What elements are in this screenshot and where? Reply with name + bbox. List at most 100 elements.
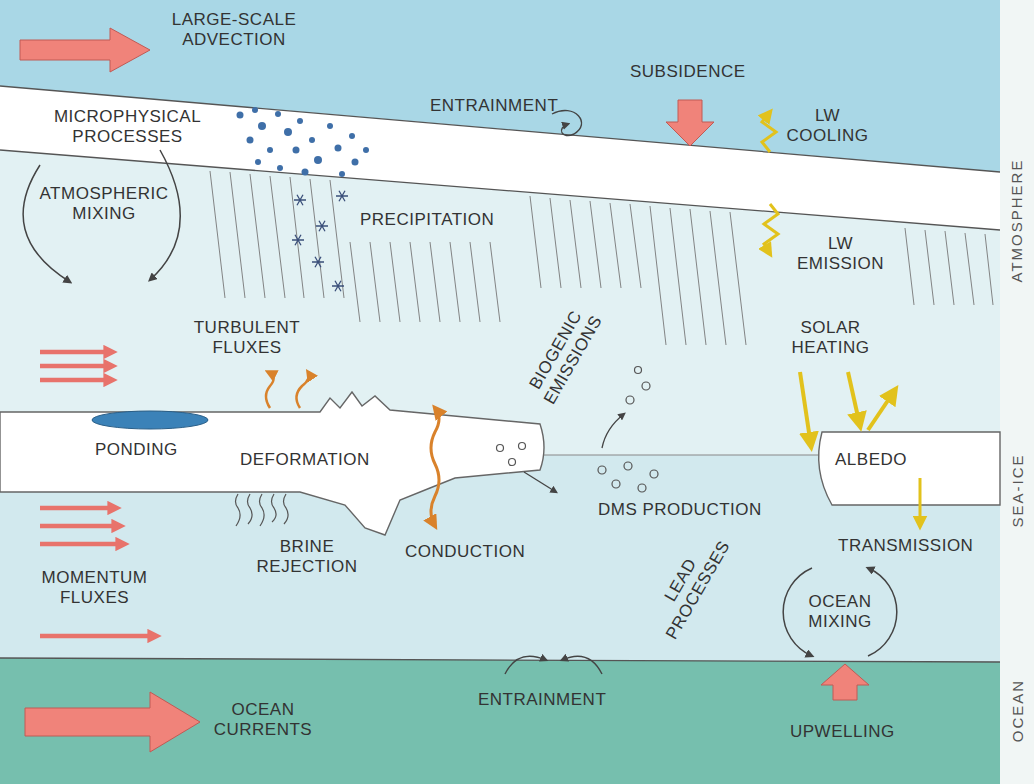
advection-arrow [20,28,150,72]
ice-floe [819,432,1000,505]
longwave-arrow [762,112,776,152]
streak [590,201,601,288]
heat-flux-arrow [266,372,274,408]
snowflake [336,191,348,201]
longwave-arrow [764,204,778,254]
droplet [258,122,266,130]
droplet [293,147,300,154]
streak [550,198,561,288]
solar-ray [800,372,811,446]
process-label: ENTRAINMENT [430,96,558,116]
process-label: ENTRAINMENT [478,690,606,710]
streak [330,180,344,298]
process-label: LW EMISSION [795,234,886,275]
brine-streak [284,494,289,524]
streak [430,242,440,322]
streak [250,174,265,298]
streak [350,242,360,322]
layer-name: ATMOSPHERE [1008,158,1025,282]
brine-streak [236,494,241,526]
droplet [335,145,342,152]
particle [509,459,516,466]
melt-pond [92,411,208,429]
mixing-arc [150,150,180,280]
layer-band: ATMOSPHERE [0,20,1034,420]
flux-arrow [40,364,112,369]
droplet [277,165,283,171]
process-label: PONDING [95,440,178,460]
lower-atmosphere [0,150,1000,456]
conduction-arrow [431,408,439,526]
droplet [252,107,258,113]
brine-channels [236,494,289,526]
streak [650,206,666,345]
subsidence-arrow [666,100,714,146]
flux-arrow [40,350,112,355]
particle [598,466,606,474]
streak [630,204,641,288]
flux-arrow [40,378,112,383]
streak [410,242,420,322]
mixing-arc [783,568,812,656]
brine-streak [260,494,265,526]
streak [925,230,934,305]
entrainment-curl [505,656,546,674]
lead-surface [540,454,822,455]
process-label: ALBEDO [835,450,907,470]
droplet [237,112,244,119]
momentum-arrows [40,352,156,636]
layer-name: SEA-ICE [1009,453,1026,527]
droplet [297,118,303,124]
snowflake [332,281,344,291]
droplet [275,111,281,117]
droplet [267,147,273,153]
droplet [327,123,333,129]
streak [370,242,380,322]
particle [519,443,526,450]
process-label: TURBULENT FLUXES [192,318,302,359]
layer-name: OCEAN [1009,678,1026,741]
streak [570,200,581,288]
flux-arrow [40,524,120,529]
particle [624,462,632,470]
process-label: PRECIPITATION [360,210,494,230]
droplet [247,137,254,144]
streak [985,234,993,305]
streak [690,209,706,345]
process-label: CONDUCTION [405,542,525,562]
transmitted-ray [919,478,922,526]
streak [310,179,324,298]
particle [642,382,650,390]
droplet [284,128,292,136]
process-label: MOMENTUM FLUXES [40,568,149,609]
snowflake [292,235,304,245]
process-label: LARGE-SCALE ADVECTION [170,10,298,51]
droplet [314,156,322,164]
heat-flux-arrow [296,372,309,408]
cloud-droplets [237,107,370,177]
ice-floe [0,392,544,535]
reflected-ray [868,390,895,430]
process-label: SUBSIDENCE [630,62,746,82]
process-label: LW COOLING [785,106,870,147]
mixing-arc [868,568,897,656]
particle [626,396,634,404]
process-label: DMS PRODUCTION [598,500,762,520]
streak [210,171,225,298]
cloud-top-line [0,86,1000,172]
flux-arrow [40,542,124,547]
droplet [255,159,261,165]
cloud-base-line [0,150,1000,230]
process-label: OCEAN MIXING [807,592,874,633]
emission-arrow [602,414,624,448]
streak [965,233,974,305]
particle [638,484,646,492]
droplet [302,169,309,176]
process-label: MICROPHYSICAL PROCESSES [52,107,203,148]
brine-streak [248,494,253,524]
flux-arrow [40,634,156,639]
streak [490,242,500,322]
droplet [309,137,315,143]
solar-ray [848,372,860,426]
